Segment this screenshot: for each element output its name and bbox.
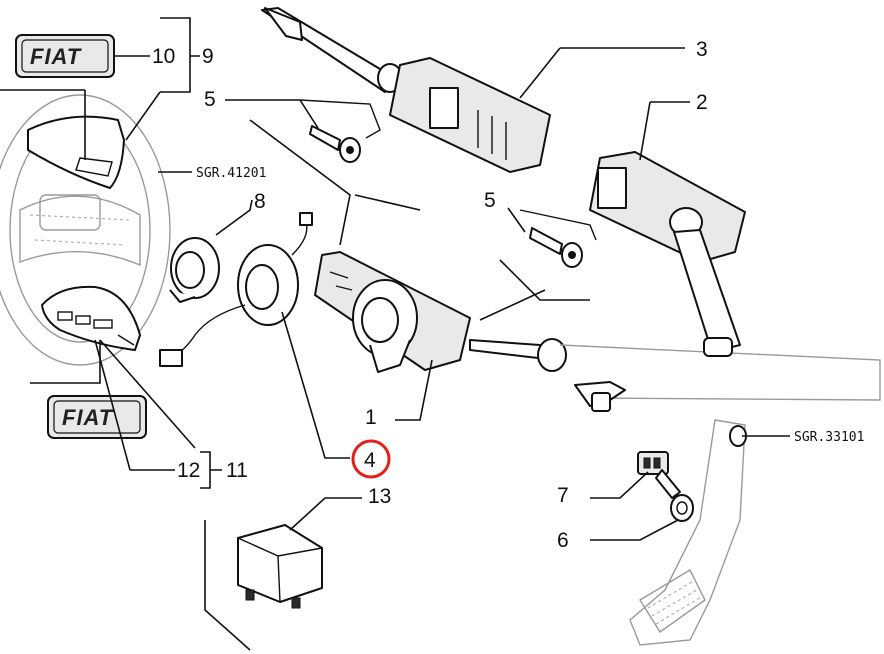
label-part-12: 12 [177, 459, 200, 482]
ref-pedal-code: SGR.33101 [794, 430, 864, 445]
fiat-logo-badge-top: FIAT [15, 34, 115, 78]
part-4-clock-spring [159, 212, 313, 367]
label-part-6: 6 [557, 529, 569, 552]
part-1-switch-housing [314, 251, 471, 373]
part-5-screw-right [529, 227, 583, 268]
part-3-wiper-switch [261, 7, 551, 173]
label-part-11: 11 [226, 459, 248, 482]
part-2-light-switch [589, 151, 746, 357]
horn-cover-bottom [41, 285, 141, 351]
label-part-4: 4 [364, 449, 376, 472]
label-part-7: 7 [557, 484, 569, 507]
label-part-2: 2 [696, 91, 708, 114]
label-part-9: 9 [202, 45, 214, 68]
leader-lines [0, 17, 790, 651]
part-number-labels: 10 9 5 3 2 8 5 1 4 13 7 6 12 11 SGR.4120… [152, 38, 864, 552]
part-8-ring [169, 237, 220, 303]
label-part-5-top: 5 [204, 88, 216, 111]
part-13-relay [237, 524, 323, 609]
horn-cover-top [27, 115, 125, 189]
part-5-screw-top [309, 125, 361, 163]
label-part-10: 10 [152, 45, 175, 68]
label-part-5-right: 5 [484, 189, 496, 212]
logo-text-bottom: FIAT [62, 405, 114, 430]
part-6-clip [670, 494, 694, 522]
label-part-13: 13 [368, 485, 391, 508]
fiat-logo-badge-bottom: FIAT [47, 395, 147, 439]
label-part-3: 3 [696, 38, 708, 61]
highlight-circle-part-4 [351, 439, 391, 479]
part-7-switch-sensor [637, 451, 681, 499]
ref-steering-code: SGR.41201 [196, 166, 266, 181]
label-part-1: 1 [365, 406, 377, 429]
steering-column [469, 338, 881, 412]
logo-text-top: FIAT [30, 44, 82, 69]
label-part-8: 8 [254, 190, 266, 213]
